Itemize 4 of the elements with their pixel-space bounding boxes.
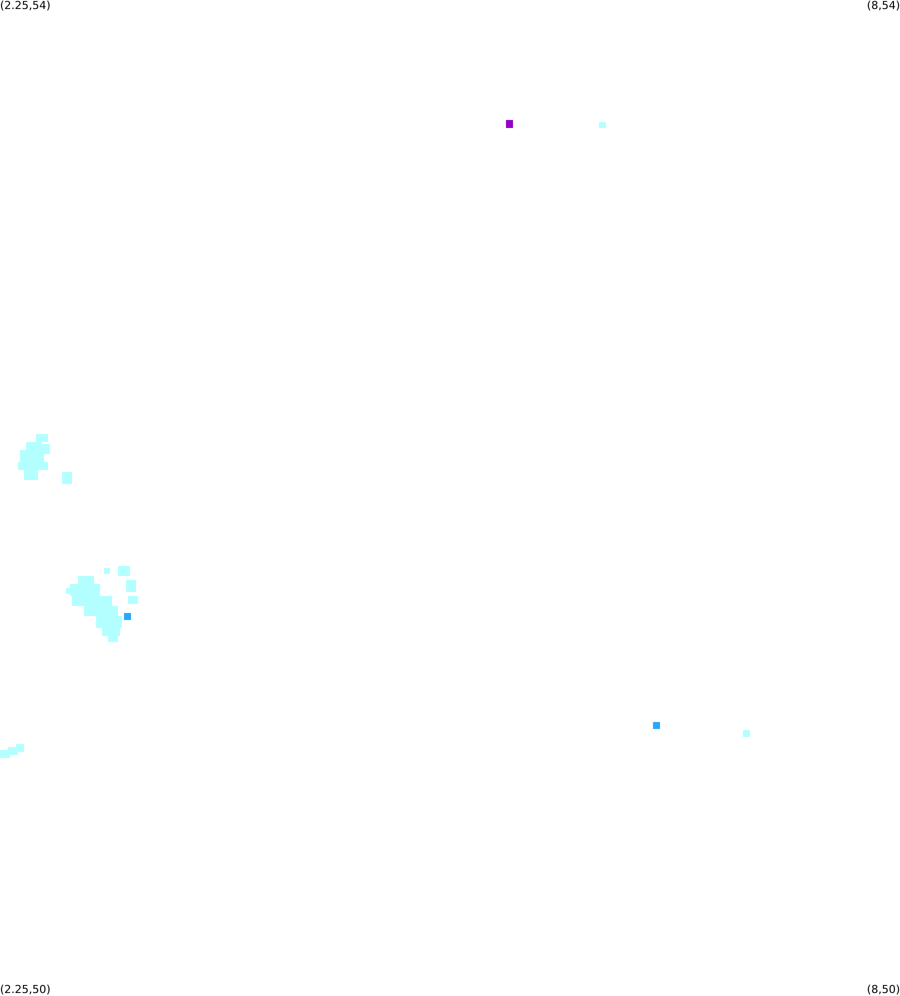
corner-coordinate-label: (2.25,54) — [0, 0, 51, 12]
corner-coordinate-label: (8,54) — [866, 0, 900, 12]
corner-coordinate-label: (2.25,50) — [0, 984, 51, 996]
corner-coordinate-label: (8,50) — [866, 984, 900, 996]
